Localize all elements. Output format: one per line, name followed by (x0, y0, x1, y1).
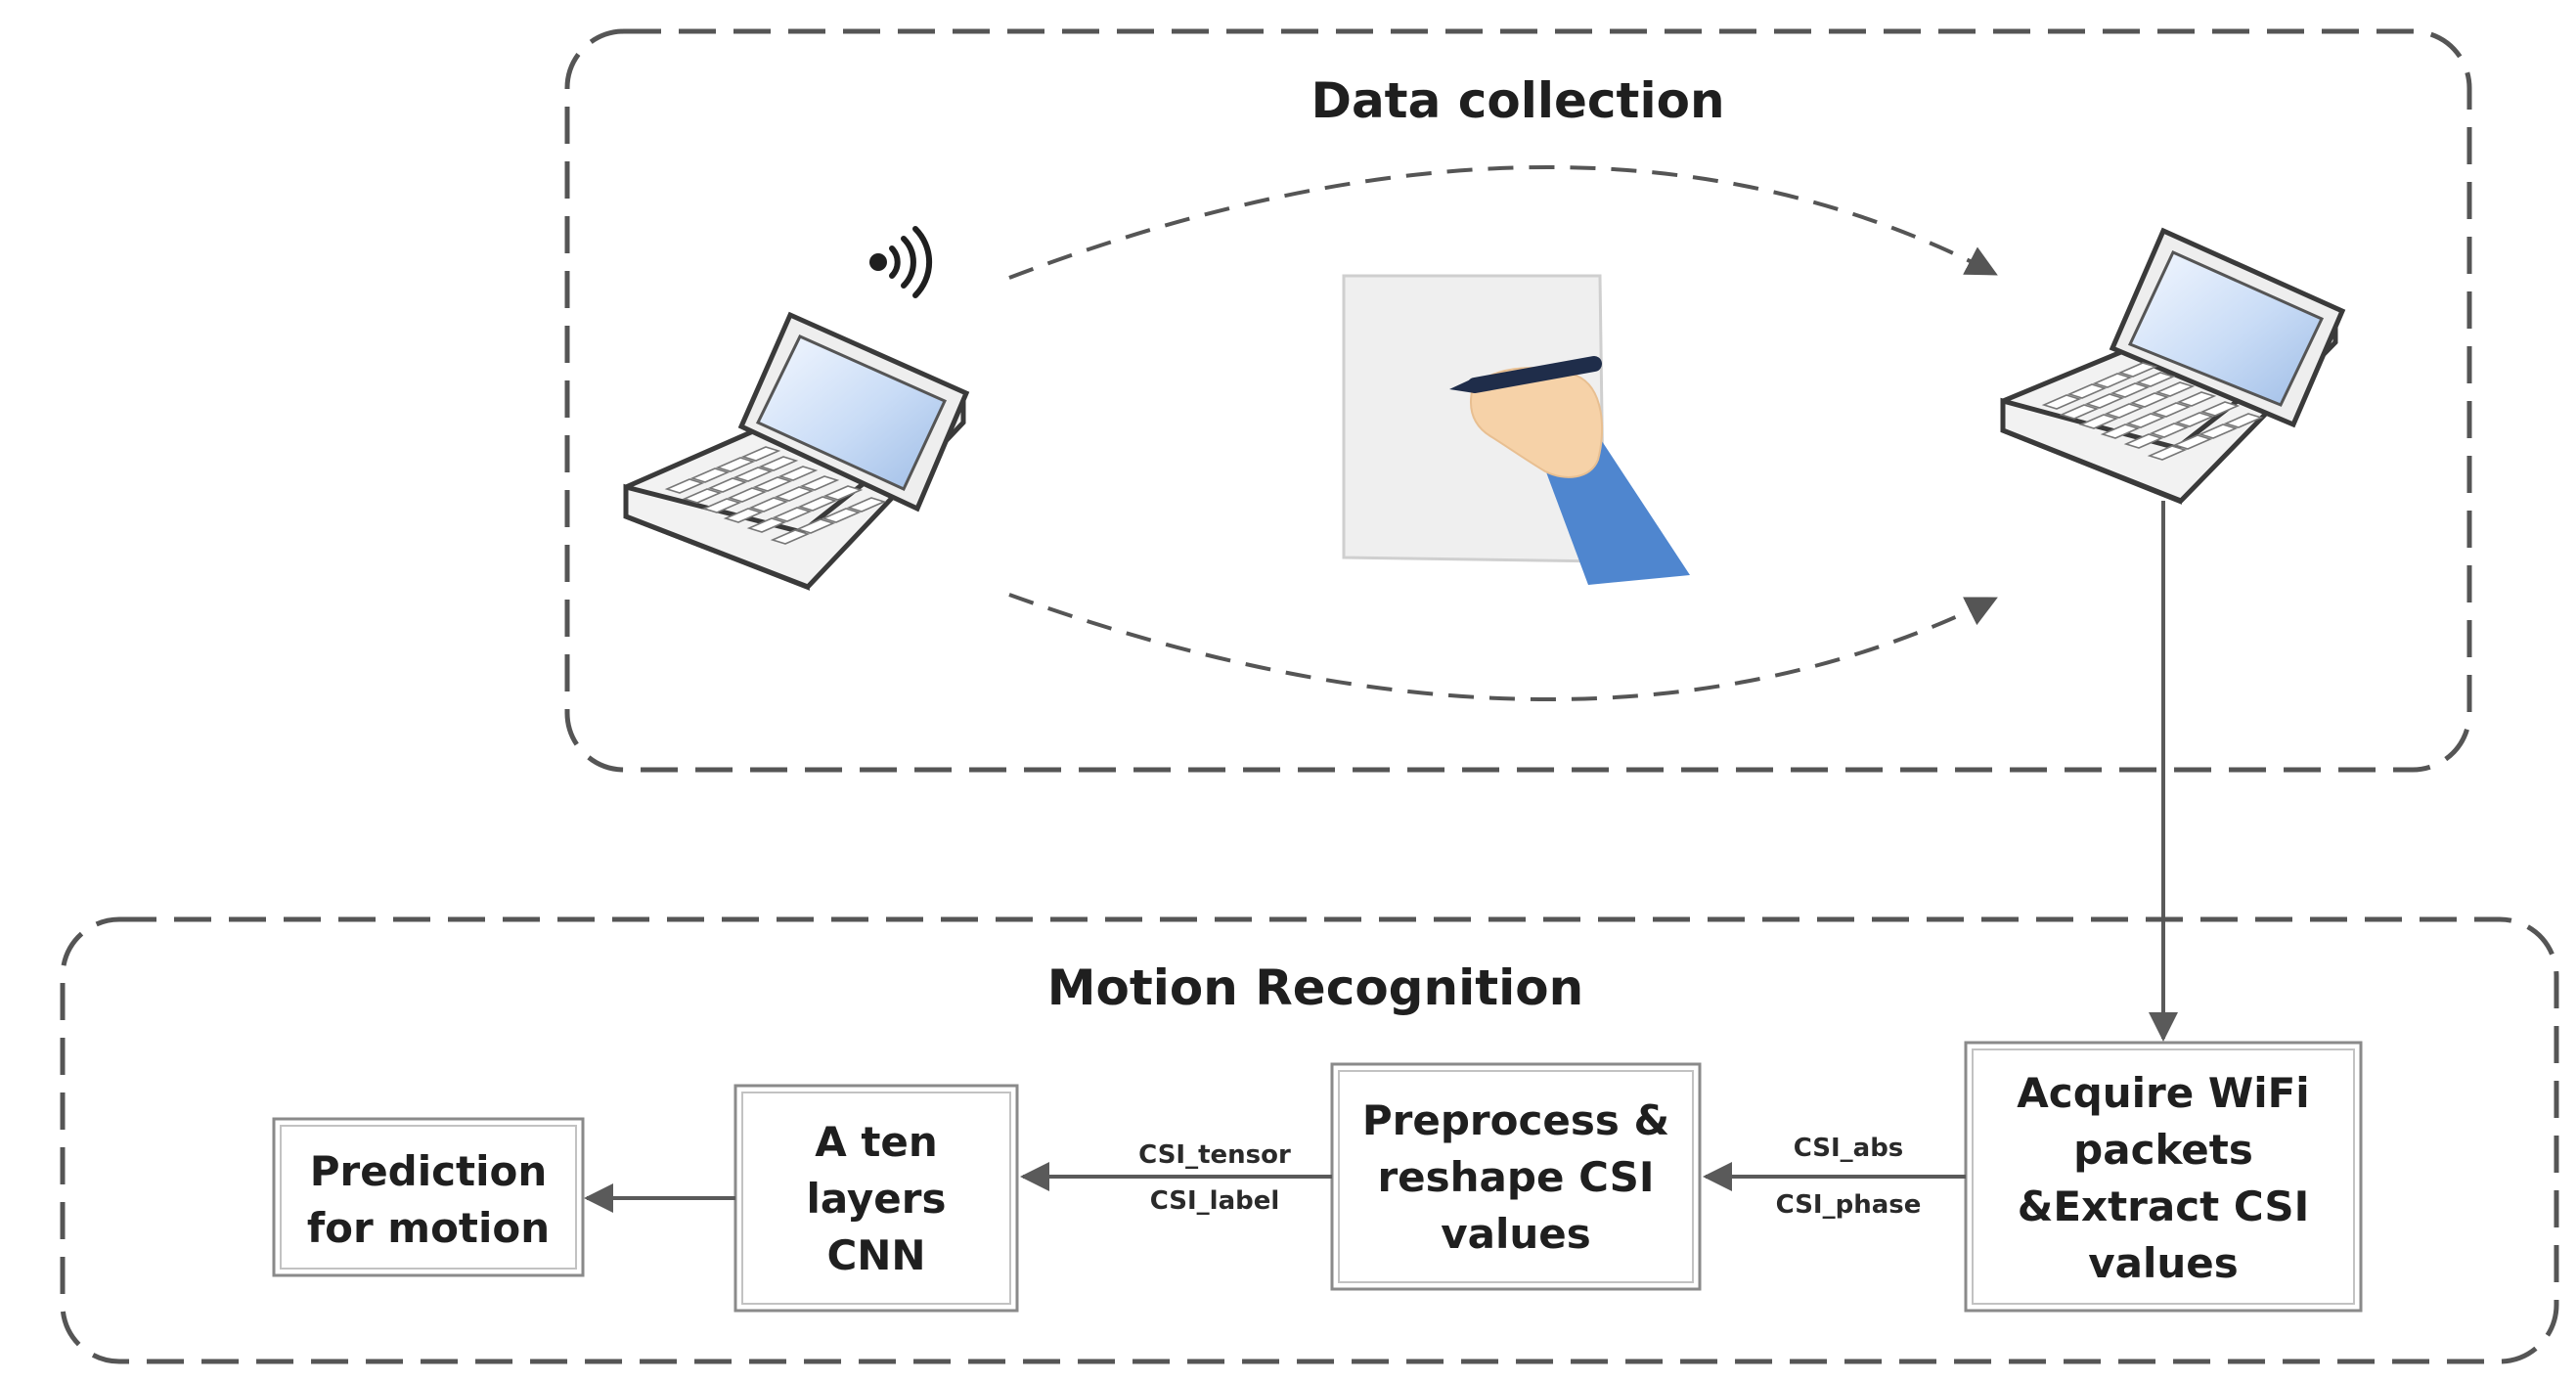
data-collection-group: Data collection (564, 28, 2472, 773)
step-acquire-line-1: Acquire WiFi (2017, 1069, 2309, 1117)
step-preprocess-line-3: values (1441, 1210, 1591, 1258)
wifi-signal-icon (869, 226, 933, 298)
step-ten-layer-cnn: A ten layers CNN (733, 1084, 1019, 1313)
data-collection-frame (564, 28, 2472, 773)
edge-label-csi-label: CSI_label (1150, 1186, 1280, 1216)
step-prediction-line-1: Prediction (310, 1147, 548, 1195)
edge-label-csi-tensor: CSI_tensor (1138, 1140, 1291, 1170)
hand-writing-on-paper-icon (1342, 274, 1690, 585)
signal-path-lower (1008, 593, 1998, 701)
step-prediction-line-2: for motion (307, 1204, 550, 1252)
step-cnn-line-3: CNN (826, 1231, 925, 1279)
laptop-transmitter-icon (623, 311, 970, 591)
step-preprocess-line-2: reshape CSI (1377, 1153, 1654, 1201)
pen (1467, 356, 1602, 393)
edge-label-csi-abs: CSI_abs (1794, 1134, 1904, 1163)
step-preprocess-reshape: Preprocess & reshape CSI values (1330, 1062, 1702, 1291)
step-acquire-line-4: values (2088, 1239, 2239, 1287)
data-collection-title: Data collection (1310, 72, 1724, 129)
step-cnn-line-1: A ten (815, 1118, 938, 1166)
motion-recognition-title: Motion Recognition (1047, 959, 1583, 1016)
step-cnn-line-2: layers (806, 1175, 946, 1223)
step-preprocess-line-1: Preprocess & (1362, 1096, 1669, 1144)
laptop-receiver-icon (2000, 227, 2346, 505)
edge-label-csi-phase: CSI_phase (1776, 1190, 1922, 1220)
step-acquire-extract-csi: Acquire WiFi packets &Extract CSI values (1964, 1041, 2363, 1313)
transmitter-keyboard (664, 446, 887, 545)
step-prediction-for-motion: Prediction for motion (272, 1117, 585, 1277)
motion-recognition-frame (60, 916, 2559, 1364)
step-acquire-line-3: &Extract CSI (2018, 1182, 2310, 1230)
motion-recognition-group: Motion Recognition Acquire WiFi packets … (60, 916, 2559, 1364)
receiver-keyboard (2041, 362, 2264, 461)
step-acquire-line-2: packets (2073, 1126, 2253, 1174)
signal-path-upper (1008, 165, 1998, 280)
